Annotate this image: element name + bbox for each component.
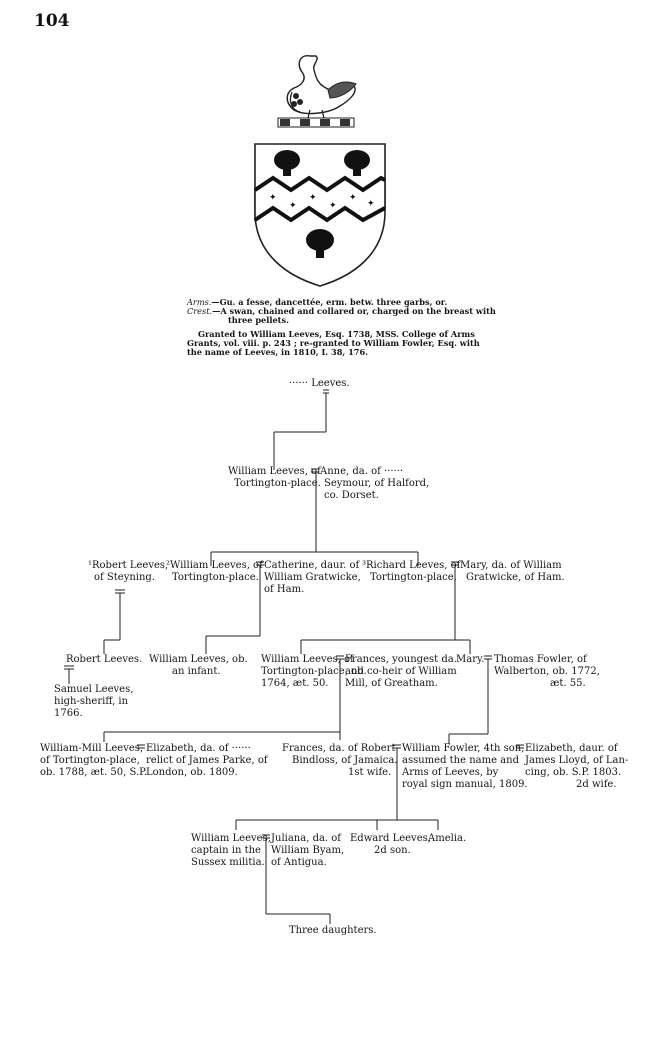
grant-line-2: Grants, vol. viii. p. 243 ; re-granted t… xyxy=(187,338,480,348)
gen5-william-line3: Sussex militia. xyxy=(191,857,265,868)
gen2-mary-line2: Gratwicke, of Ham. xyxy=(466,572,565,583)
crest-swan-illustration xyxy=(277,55,357,128)
gen3-frances-line3: Mill, of Greatham. xyxy=(345,678,438,689)
gen3-frances-line2: and co-heir of William xyxy=(345,666,457,677)
crest-description: Crest.—A swan, chained and collared or, … xyxy=(187,306,496,317)
gen2-william-line2: Tortington-place. xyxy=(172,572,259,583)
gen3-frances-line1: Frances, youngest da. xyxy=(345,654,457,665)
gen4-william-fowler-line3: Arms of Leeves, by xyxy=(402,767,499,778)
gen5-william-line1: William Leeves, xyxy=(191,833,271,844)
gen5-edward-line1: Edward Leeves, xyxy=(350,833,431,844)
gen5-william-line2: captain in the xyxy=(191,845,261,856)
gen4-elizabeth-line3: London, ob. 1809. xyxy=(146,767,238,778)
grant-line-1: Granted to William Leeves, Esq. 1738, MS… xyxy=(198,329,475,339)
gen3-william-line3: 1764, æt. 50. xyxy=(261,678,329,689)
gen3-mary: Mary. xyxy=(456,654,485,665)
gen1-anne-line3: co. Dorset. xyxy=(324,490,379,501)
gen3-william-line2: Tortington-place, ob. xyxy=(261,666,367,677)
gen3-william-infant-line1: William Leeves, ob. xyxy=(149,654,248,665)
gen3-samuel-line3: 1766. xyxy=(54,708,83,719)
gen5-edward-line2: 2d son. xyxy=(374,845,411,856)
gen4-elizabeth-line1: Elizabeth, da. of ······ xyxy=(146,743,251,754)
gen3-william-line1: William Leeves, of xyxy=(261,654,354,665)
gen6-three-daughters: Three daughters. xyxy=(289,925,377,936)
gen1-anne-line2: Seymour, of Halford, xyxy=(324,478,430,489)
gen5-amelia: Amelia. xyxy=(428,833,467,844)
gen4-william-mill-line1: William-Mill Leeves, xyxy=(40,743,144,754)
gen3-william-infant-line2: an infant. xyxy=(172,666,221,677)
gen4-william-mill-line3: ob. 1788, æt. 50, S.P. xyxy=(40,767,147,778)
gen2-mary-line1: Mary, da. of William xyxy=(460,560,562,571)
gen2-robert-line1: ¹Robert Leeves, xyxy=(88,560,169,571)
root-ancestor: ······ Leeves. xyxy=(289,378,350,389)
gen4-william-fowler-line2: assumed the name and xyxy=(402,755,519,766)
gen4-frances-bindloss-line3: 1st wife. xyxy=(348,767,392,778)
svg-text:✦: ✦ xyxy=(309,193,317,203)
gen1-william-line1: William Leeves, of xyxy=(228,466,321,477)
svg-text:✦: ✦ xyxy=(349,193,357,203)
coat-of-arms-shield: ✦ ✦ ✦ ✦ ✦ ✦ xyxy=(253,143,386,287)
arms-text: —Gu. a fesse, dancettée, erm. betw. thre… xyxy=(211,297,448,307)
svg-text:✦: ✦ xyxy=(329,201,337,211)
gen2-william-line1: ²William Leeves, of xyxy=(166,560,263,571)
gen4-elizabeth-lloyd-line1: Elizabeth, daur. of xyxy=(525,743,618,754)
gen4-elizabeth-lloyd-line4: 2d wife. xyxy=(576,779,617,790)
gen3-samuel-line1: Samuel Leeves, xyxy=(54,684,134,695)
gen2-richard-line2: Tortington-place. xyxy=(370,572,457,583)
gen4-frances-bindloss-line1: Frances, da. of Robert xyxy=(282,743,396,754)
gen3-thomas-line1: Thomas Fowler, of xyxy=(494,654,587,665)
arms-description: Arms.—Gu. a fesse, dancettée, erm. betw.… xyxy=(187,297,448,308)
svg-text:✦: ✦ xyxy=(269,193,277,203)
gen2-richard-line1: ³Richard Leeves, of xyxy=(362,560,461,571)
gen2-catherine-line3: of Ham. xyxy=(264,584,305,595)
gen4-elizabeth-lloyd-line2: James Lloyd, of Lan- xyxy=(525,755,629,766)
gen2-robert-line2: of Steyning. xyxy=(94,572,155,583)
svg-text:✦: ✦ xyxy=(289,201,297,211)
gen4-william-fowler-line4: royal sign manual, 1809. xyxy=(402,779,528,790)
crest-text-2: three pellets. xyxy=(228,315,289,325)
grant-line-3: the name of Leeves, in 1810, I. 38, 176. xyxy=(187,347,369,357)
gen3-thomas-line2: Walberton, ob. 1772, xyxy=(494,666,600,677)
gen1-william-line2: Tortington-place. xyxy=(234,478,321,489)
gen5-juliana-line1: Juliana, da. of xyxy=(271,833,342,844)
svg-text:✦: ✦ xyxy=(367,199,375,209)
gen4-william-fowler-line1: William Fowler, 4th son, xyxy=(402,743,525,754)
arms-label: Arms. xyxy=(187,297,212,307)
crest-text-1: —A swan, chained and collared or, charge… xyxy=(212,306,496,316)
gen2-catherine-line2: William Gratwicke, xyxy=(264,572,361,583)
crest-label: Crest. xyxy=(187,306,213,316)
gen3-samuel-line2: high-sheriff, in xyxy=(54,696,129,707)
gen3-robert: Robert Leeves. xyxy=(66,654,143,665)
gen4-frances-bindloss-line2: Bindloss, of Jamaica. xyxy=(292,755,398,766)
gen5-juliana-line3: of Antigua. xyxy=(271,857,327,868)
gen4-elizabeth-lloyd-line3: cing, ob. S.P. 1803. xyxy=(525,767,622,778)
gen4-william-mill-line2: of Tortington-place, xyxy=(40,755,140,766)
page-number: 104 xyxy=(34,11,70,31)
gen1-anne-line1: Anne, da. of ······ xyxy=(320,466,404,477)
gen5-juliana-line2: William Byam, xyxy=(271,845,345,856)
gen2-catherine-line1: Catherine, daur. of xyxy=(264,560,360,571)
gen4-elizabeth-line2: relict of James Parke, of xyxy=(146,755,268,766)
gen3-thomas-line3: æt. 55. xyxy=(550,678,586,689)
